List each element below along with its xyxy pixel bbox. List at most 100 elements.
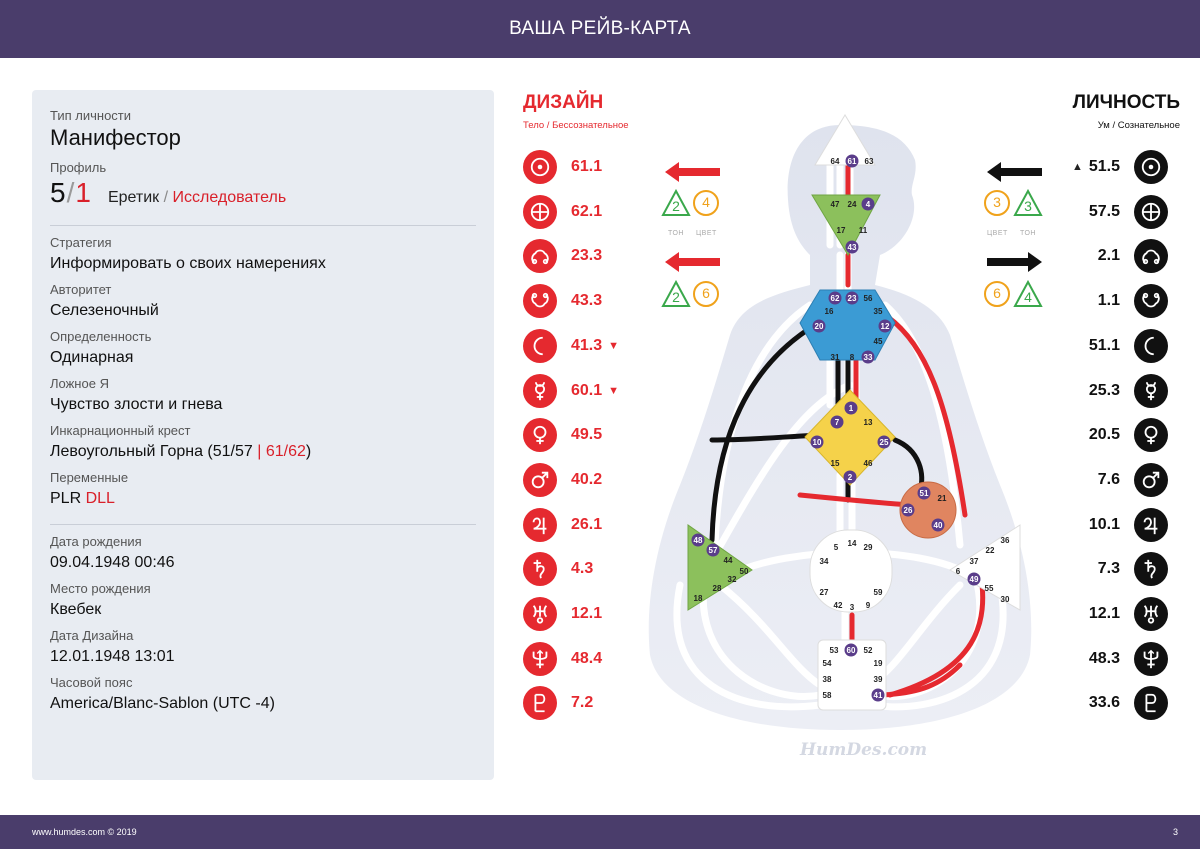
venus-icon <box>523 418 557 453</box>
jupiter-icon <box>523 507 557 542</box>
design-title: ДИЗАЙН <box>523 92 604 113</box>
sacral-center <box>809 529 893 613</box>
gate-number: 37 <box>970 557 979 566</box>
active-gate-marker <box>861 197 875 211</box>
page-title: ВАША РЕЙВ-КАРТА <box>509 18 691 39</box>
mercury-icon <box>523 373 557 408</box>
gate-number: 40 <box>934 521 943 530</box>
gate-number: 47 <box>831 200 840 209</box>
profile-row: 5/1 Еретик / Исследователь <box>50 177 476 209</box>
type-label: Тип личности <box>50 108 132 123</box>
gate-number: 27 <box>820 588 829 597</box>
personality-planet-row: 51.1 <box>1089 328 1168 363</box>
retrograde-mark: ▼ <box>608 384 620 397</box>
design-planet-row: 60.1 ▼ <box>523 373 620 408</box>
active-gate-marker <box>901 503 915 517</box>
badge-number: 3 <box>993 194 1001 210</box>
planet-gate-value: 62.1 <box>571 202 603 220</box>
footer-site: www.humdes.com © 2019 <box>32 827 137 837</box>
gate-number: 11 <box>859 226 868 235</box>
divider <box>50 524 476 525</box>
design-arrow-1 <box>665 162 720 182</box>
gate-number: 18 <box>694 594 703 603</box>
personality-planet-row: 1.1 <box>1098 284 1168 319</box>
personality-color-label: ЦВЕТ <box>987 230 1008 237</box>
gate-number: 32 <box>728 575 737 584</box>
channel-path <box>711 381 854 559</box>
gate-number: 31 <box>831 353 840 362</box>
pluto-icon <box>1134 686 1168 721</box>
gate-number: 16 <box>825 307 834 316</box>
gate-number: 4 <box>866 200 871 209</box>
gate-number: 28 <box>713 584 722 593</box>
cross-close: ) <box>305 443 312 460</box>
gate-number: 60 <box>847 646 856 655</box>
gate-number: 22 <box>986 546 995 555</box>
gate-number: 61 <box>848 157 857 166</box>
notself-label: Ложное Я <box>50 376 109 391</box>
divider <box>50 225 476 226</box>
gate-number: 41 <box>874 691 883 700</box>
gate-number: 52 <box>864 646 873 655</box>
profile-slash: / <box>66 177 76 208</box>
gate-number: 33 <box>864 353 873 362</box>
design-planet-row: 49.5 <box>523 418 602 453</box>
design-planet-row: 40.2 <box>523 462 602 497</box>
definition-value: Одинарная <box>50 349 134 366</box>
design-date-value: 12.01.1948 13:01 <box>50 648 175 665</box>
gate-number: 12 <box>881 322 890 331</box>
planet-gate-value: 60.1 <box>571 381 603 399</box>
variables-b: DLL <box>85 490 115 507</box>
design-color-label: ЦВЕТ <box>696 230 717 237</box>
channel-path <box>711 301 814 549</box>
planet-gate-value: 57.5 <box>1088 202 1120 220</box>
mercury-icon <box>1134 373 1168 408</box>
gate-number: 30 <box>1001 595 1010 604</box>
page-header: ВАША РЕЙВ-КАРТА <box>0 0 1200 58</box>
solar-plexus-center <box>949 524 1021 611</box>
badge-number: 4 <box>1024 289 1032 305</box>
variables-value: PLR DLL <box>50 490 476 508</box>
gate-number: 56 <box>864 294 873 303</box>
planet-gate-value: 43.3 <box>571 292 603 310</box>
watermark: HumDes.com <box>800 740 928 760</box>
design-date-label: Дата Дизайна <box>50 628 134 643</box>
profile-sep: / <box>159 189 173 206</box>
south-node-icon <box>523 284 557 319</box>
personality-planet-row: 10.1 <box>1088 507 1168 542</box>
variables-a: PLR <box>50 490 86 507</box>
page-footer: www.humdes.com © 2019 3 <box>0 815 1200 849</box>
channel-path <box>673 581 824 711</box>
profile-second: 1 <box>75 177 92 208</box>
planet-gate-value: 7.2 <box>571 694 594 712</box>
design-planet-row: 7.2 <box>523 686 594 721</box>
active-gate-marker <box>706 543 720 557</box>
design-planet-row: 23.3 <box>523 239 602 274</box>
active-gate-marker <box>810 435 824 449</box>
throat-center <box>799 289 896 361</box>
planet-gate-value: 51.5 <box>1088 158 1120 175</box>
cross-value: Левоугольный Горна (51/57 | 61/62) <box>50 443 476 461</box>
planet-gate-value: 26.1 <box>571 515 603 533</box>
birth-date-label: Дата рождения <box>50 534 142 549</box>
sun-icon <box>523 150 557 184</box>
planet-gate-value: 41.3 <box>571 336 603 354</box>
uranus-icon <box>523 597 557 631</box>
planet-gate-value: 10.1 <box>1088 515 1120 533</box>
gate-number: 10 <box>813 438 822 447</box>
badge-number: 4 <box>702 194 710 210</box>
active-gate-marker <box>917 486 931 500</box>
active-gate-marker <box>843 470 857 484</box>
gate-number: 26 <box>904 506 913 515</box>
active-channel <box>879 662 963 698</box>
active-gate-marker <box>878 319 892 333</box>
design-planet-row: 62.1 <box>523 194 603 229</box>
gate-number: 2 <box>848 473 853 482</box>
planet-gate-value: 2.1 <box>1097 247 1120 265</box>
gate-number: 7 <box>835 418 840 427</box>
planet-gate-value: 25.3 <box>1088 381 1120 399</box>
badge-number: 6 <box>702 285 710 301</box>
gate-number: 35 <box>874 307 883 316</box>
design-planet-row: 43.3 <box>523 284 603 319</box>
